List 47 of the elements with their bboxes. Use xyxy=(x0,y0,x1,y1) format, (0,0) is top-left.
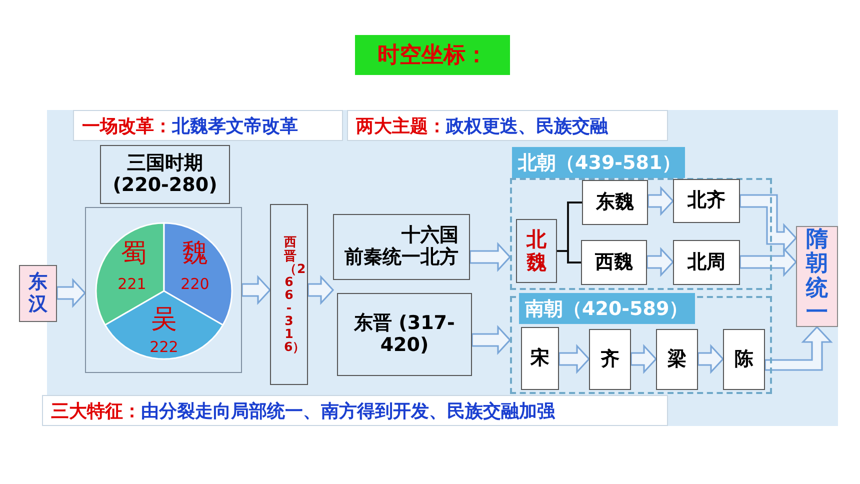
dynasty-box: 宋 xyxy=(521,327,559,390)
dynasty-box: 三国时期 (220-280) xyxy=(100,145,230,204)
block-arrow xyxy=(307,274,334,306)
bracket xyxy=(556,202,583,264)
name-box: 东汉 xyxy=(19,265,57,322)
block-arrow xyxy=(630,344,658,374)
dynasty-box: 齐 xyxy=(589,329,631,390)
dynasty-box: 梁 xyxy=(656,329,698,390)
title-banner: 时空坐标： xyxy=(355,35,510,75)
dynasty-box: 西魏 xyxy=(581,240,647,285)
banner xyxy=(42,395,668,426)
block-arrow xyxy=(469,242,512,272)
banner-heading: 三大特征： xyxy=(51,400,141,422)
slice-value: 220 xyxy=(180,275,210,293)
dynasty-box: 北魏 xyxy=(516,219,557,283)
banner xyxy=(347,110,668,141)
block-arrow xyxy=(241,274,272,306)
block-arrow xyxy=(471,324,512,356)
dynasty-box: 十六国前秦统一北方 xyxy=(333,214,470,280)
block-arrow xyxy=(697,344,724,374)
dynasty-box: 东晋 (317-420) xyxy=(337,293,472,376)
slice-label: 蜀 xyxy=(121,238,147,270)
block-arrow xyxy=(56,278,86,308)
slice-value: 221 xyxy=(118,275,146,293)
block-arrow xyxy=(646,246,674,278)
heading-tab: 南朝（420-589） xyxy=(519,293,695,324)
dynasty-box: 陈 xyxy=(723,329,765,390)
block-arrow xyxy=(764,326,833,371)
banner-text: 政权更迭、民族交融 xyxy=(446,114,608,138)
banner-heading: 两大主题： xyxy=(356,114,446,138)
block-arrow xyxy=(558,344,590,374)
slice-value: 222 xyxy=(150,338,178,356)
dynasty-box: 东魏 xyxy=(582,180,648,225)
dynasty-box: 北齐 xyxy=(673,179,740,223)
dynasty-box: 北周 xyxy=(673,240,740,285)
slice-label: 魏 xyxy=(182,238,208,270)
banner-heading: 一场改革： xyxy=(82,114,172,138)
pie-chart-frame xyxy=(85,207,242,373)
heading-tab: 北朝（439-581） xyxy=(512,147,685,178)
banner-text: 北魏孝文帝改革 xyxy=(172,114,298,138)
block-arrow xyxy=(647,186,674,216)
banner-text: 由分裂走向局部统一、南方得到开发、民族交融加强 xyxy=(141,400,555,422)
block-arrow xyxy=(739,246,798,278)
result-box: 隋朝统一 xyxy=(796,226,838,327)
period-box: 西晋（266-316） xyxy=(270,204,308,385)
slice-label: 吴 xyxy=(151,304,177,336)
banner xyxy=(73,110,343,141)
